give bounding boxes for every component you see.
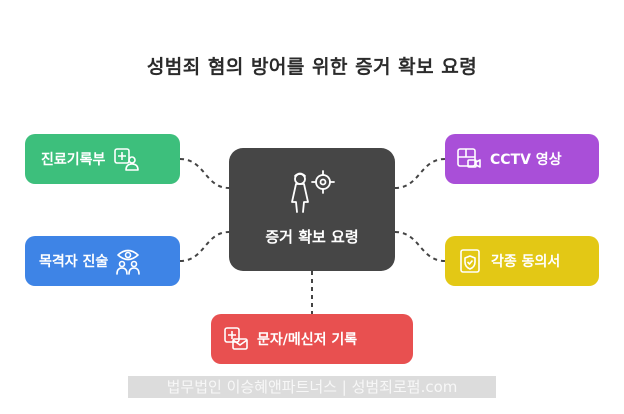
node-message-records: 문자/메신저 기록 [211, 314, 413, 364]
medical-record-icon [114, 148, 140, 171]
center-label: 증거 확보 요령 [265, 228, 359, 246]
consent-shield-icon [460, 249, 480, 273]
node-label: 문자/메신저 기록 [257, 332, 358, 348]
connector-medical [179, 158, 230, 189]
node-consent-forms: 각종 동의서 [445, 236, 599, 286]
node-label: 진료기록부 [41, 152, 106, 168]
connector-cctv [394, 158, 446, 189]
node-cctv-video: CCTV 영상 [445, 134, 599, 184]
person-target-icon [291, 170, 335, 213]
node-label: 각종 동의서 [491, 254, 561, 270]
watermark: 법무법인 이승혜앤파트너스 | 성범죄로펌.com [128, 376, 496, 398]
center-node: 증거 확보 요령 [229, 148, 395, 271]
node-label: 목격자 진술 [39, 254, 109, 270]
node-witness-statement: 목격자 진술 [25, 236, 180, 286]
eye-witness-icon [116, 249, 141, 275]
connector-consent [394, 231, 446, 262]
node-medical-record: 진료기록부 [25, 134, 180, 184]
message-record-icon [224, 327, 248, 350]
diagram-title: 성범죄 혐의 방어를 위한 증거 확보 요령 [146, 56, 478, 78]
cctv-video-icon [457, 148, 481, 168]
connector-witness [179, 231, 230, 262]
node-label: CCTV 영상 [490, 152, 562, 168]
